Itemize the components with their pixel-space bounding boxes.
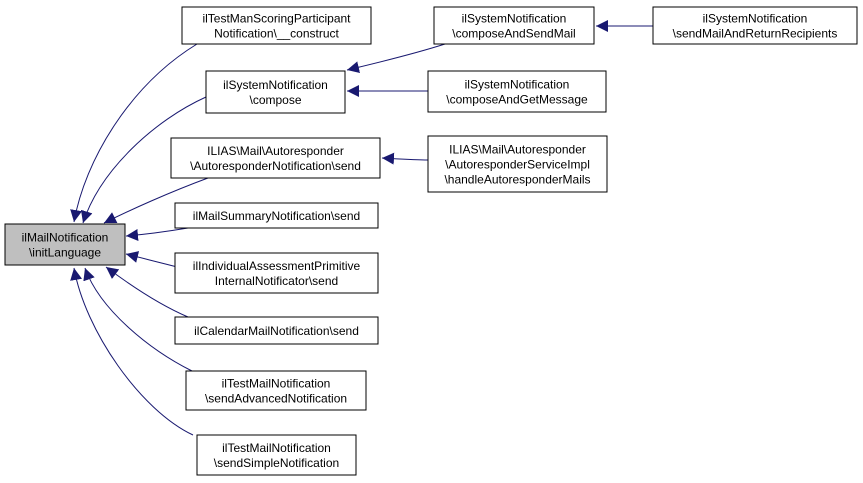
edge-autoresp_handle-to-autoresp_send — [381, 152, 429, 165]
node-scoring_construct[interactable]: ilTestManScoringParticipantNotification\… — [181, 6, 372, 45]
node-box — [196, 434, 357, 476]
node-box — [4, 223, 126, 266]
node-autoresp_send[interactable]: ILIAS\Mail\Autoresponder\AutoresponderNo… — [170, 137, 381, 179]
node-label-line: \AutoresponderServiceImpl — [445, 158, 590, 172]
node-sys_send_return[interactable]: ilSystemNotification\sendMailAndReturnRe… — [652, 6, 858, 45]
node-label-line: \composeAndGetMessage — [446, 93, 588, 107]
node-label-line: ilIndividualAssessmentPrimitive — [193, 259, 361, 273]
edge-calendar_send-to-root — [105, 266, 189, 318]
node-label-line: \sendSimpleNotification — [214, 456, 339, 470]
node-sys_compose[interactable]: ilSystemNotification\compose — [205, 70, 346, 114]
node-label-line: ilSystemNotification — [703, 12, 808, 26]
edge-sys_compose_send-to-sys_compose — [346, 43, 446, 74]
node-label-line: ILIAS\Mail\Autoresponder — [207, 144, 344, 158]
node-box — [181, 6, 372, 45]
edge-autoresp_send-to-root — [103, 177, 209, 224]
node-label-line: InternalNotificator\send — [215, 274, 338, 288]
node-label-line: \handleAutoresponderMails — [444, 173, 590, 187]
node-box — [174, 202, 379, 229]
node-label-line: \initLanguage — [29, 246, 101, 260]
node-root: ilMailNotification\initLanguage — [4, 223, 126, 266]
node-label-line: ilSystemNotification — [465, 78, 570, 92]
node-label-line: Notification\__construct — [214, 27, 339, 41]
node-individual_send[interactable]: ilIndividualAssessmentPrimitiveInternalN… — [174, 252, 379, 294]
node-box — [170, 137, 381, 179]
node-autoresp_handle[interactable]: ILIAS\Mail\Autoresponder\AutoresponderSe… — [427, 135, 608, 193]
node-label-line: ilTestMailNotification — [222, 441, 331, 455]
node-label-line: \AutoresponderNotification\send — [190, 159, 361, 173]
node-label-line: ilSystemNotification — [462, 12, 567, 26]
node-label-line: ilMailNotification — [22, 231, 109, 245]
edge-sys_compose-to-root — [80, 96, 207, 224]
node-label-line: \sendAdvancedNotification — [205, 392, 347, 406]
edge-test_advanced-to-root — [83, 267, 193, 372]
node-label-line: \composeAndSendMail — [452, 27, 575, 41]
node-label-line: ilMailSummaryNotification\send — [193, 209, 360, 223]
node-test_advanced[interactable]: ilTestMailNotification\sendAdvancedNotif… — [185, 370, 367, 411]
node-summary_send[interactable]: ilMailSummaryNotification\send — [174, 202, 379, 229]
edge-test_simple-to-root — [70, 267, 194, 436]
node-label-line: \compose — [249, 93, 301, 107]
node-box — [174, 252, 379, 294]
node-calendar_send[interactable]: ilCalendarMailNotification\send — [174, 316, 379, 345]
edge-scoring_construct-to-root — [70, 43, 198, 223]
edges-layer — [70, 20, 653, 436]
node-sys_compose_send[interactable]: ilSystemNotification\composeAndSendMail — [433, 6, 595, 45]
node-box — [427, 70, 607, 113]
nodes-layer: ilMailNotification\initLanguage ilTestMan… — [4, 6, 858, 476]
edge-individual_send-to-root — [125, 251, 183, 269]
edge-summary_send-to-root — [125, 227, 189, 241]
node-label-line: ilTestManScoringParticipant — [202, 12, 351, 26]
node-label-line: ILIAS\Mail\Autoresponder — [449, 143, 586, 157]
node-box — [174, 316, 379, 345]
node-box — [433, 6, 595, 45]
node-label-line: \sendMailAndReturnRecipients — [673, 27, 838, 41]
node-label-line: ilTestMailNotification — [222, 377, 331, 391]
node-label-line: ilCalendarMailNotification\send — [194, 324, 359, 338]
node-box — [652, 6, 858, 45]
node-box — [205, 70, 346, 114]
node-label-line: ilSystemNotification — [223, 78, 328, 92]
node-box — [427, 135, 608, 193]
node-test_simple[interactable]: ilTestMailNotification\sendSimpleNotific… — [196, 434, 357, 476]
node-box — [185, 370, 367, 411]
node-sys_compose_get[interactable]: ilSystemNotification\composeAndGetMessag… — [427, 70, 607, 113]
